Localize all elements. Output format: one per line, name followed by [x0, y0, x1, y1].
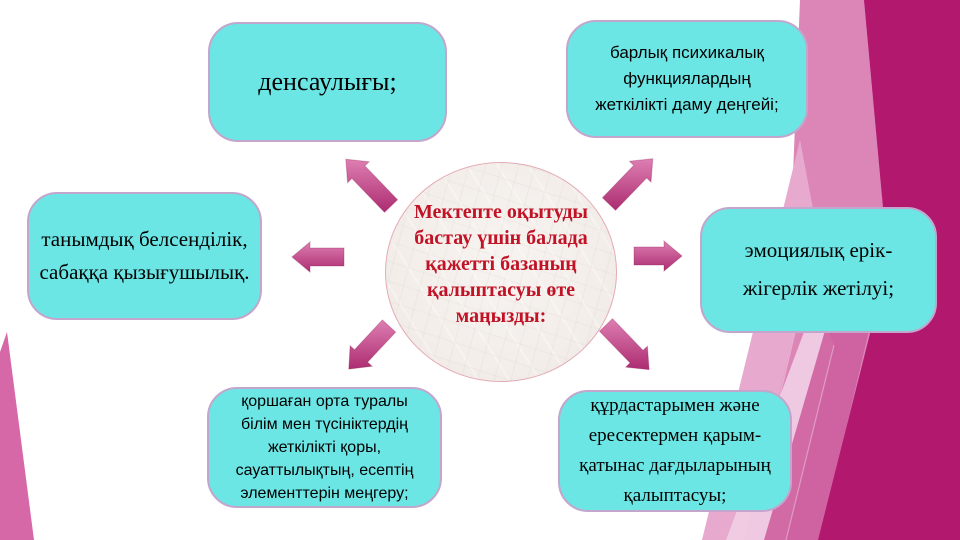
corner-triangle [0, 332, 34, 540]
arrow-down-right-icon [598, 317, 650, 371]
box-emotional-will: эмоциялық ерік- жігерлік жетілуі; [700, 207, 937, 333]
box-cognitive-activity: танымдық белсенділік, сабаққа қызығушылы… [27, 192, 262, 320]
box-cognitive-activity-label: танымдық белсенділік, сабаққа қызығушылы… [39, 227, 250, 284]
box-psych-functions-label: барлық психикалық функциялардың жеткілік… [595, 43, 779, 114]
center-ellipse: Мектепте оқытуды бастау үшін балада қаже… [385, 162, 617, 382]
box-environment-knowledge-label: қоршаған орта туралы білім мен түсінікте… [235, 392, 414, 503]
arrow-up-right-icon [601, 158, 654, 212]
box-psych-functions: барлық психикалық функциялардың жеткілік… [566, 20, 808, 138]
center-ellipse-text: Мектепте оқытуды бастау үшін балада қаже… [413, 201, 589, 327]
box-communication-skills-label: құрдастарымен және ересектермен қарым- қ… [579, 394, 771, 507]
box-emotional-will-label: эмоциялық ерік- жігерлік жетілуі; [742, 238, 895, 300]
arrow-down-left-icon [348, 319, 397, 370]
arrow-up-left-icon [345, 158, 399, 214]
arrow-right-icon [633, 239, 683, 273]
box-health-label: денсаулығы; [258, 67, 397, 96]
box-environment-knowledge: қоршаған орта туралы білім мен түсінікте… [207, 387, 442, 508]
box-health: денсаулығы; [208, 22, 447, 142]
arrow-left-icon [291, 240, 345, 274]
box-communication-skills: құрдастарымен және ересектермен қарым- қ… [558, 390, 792, 512]
